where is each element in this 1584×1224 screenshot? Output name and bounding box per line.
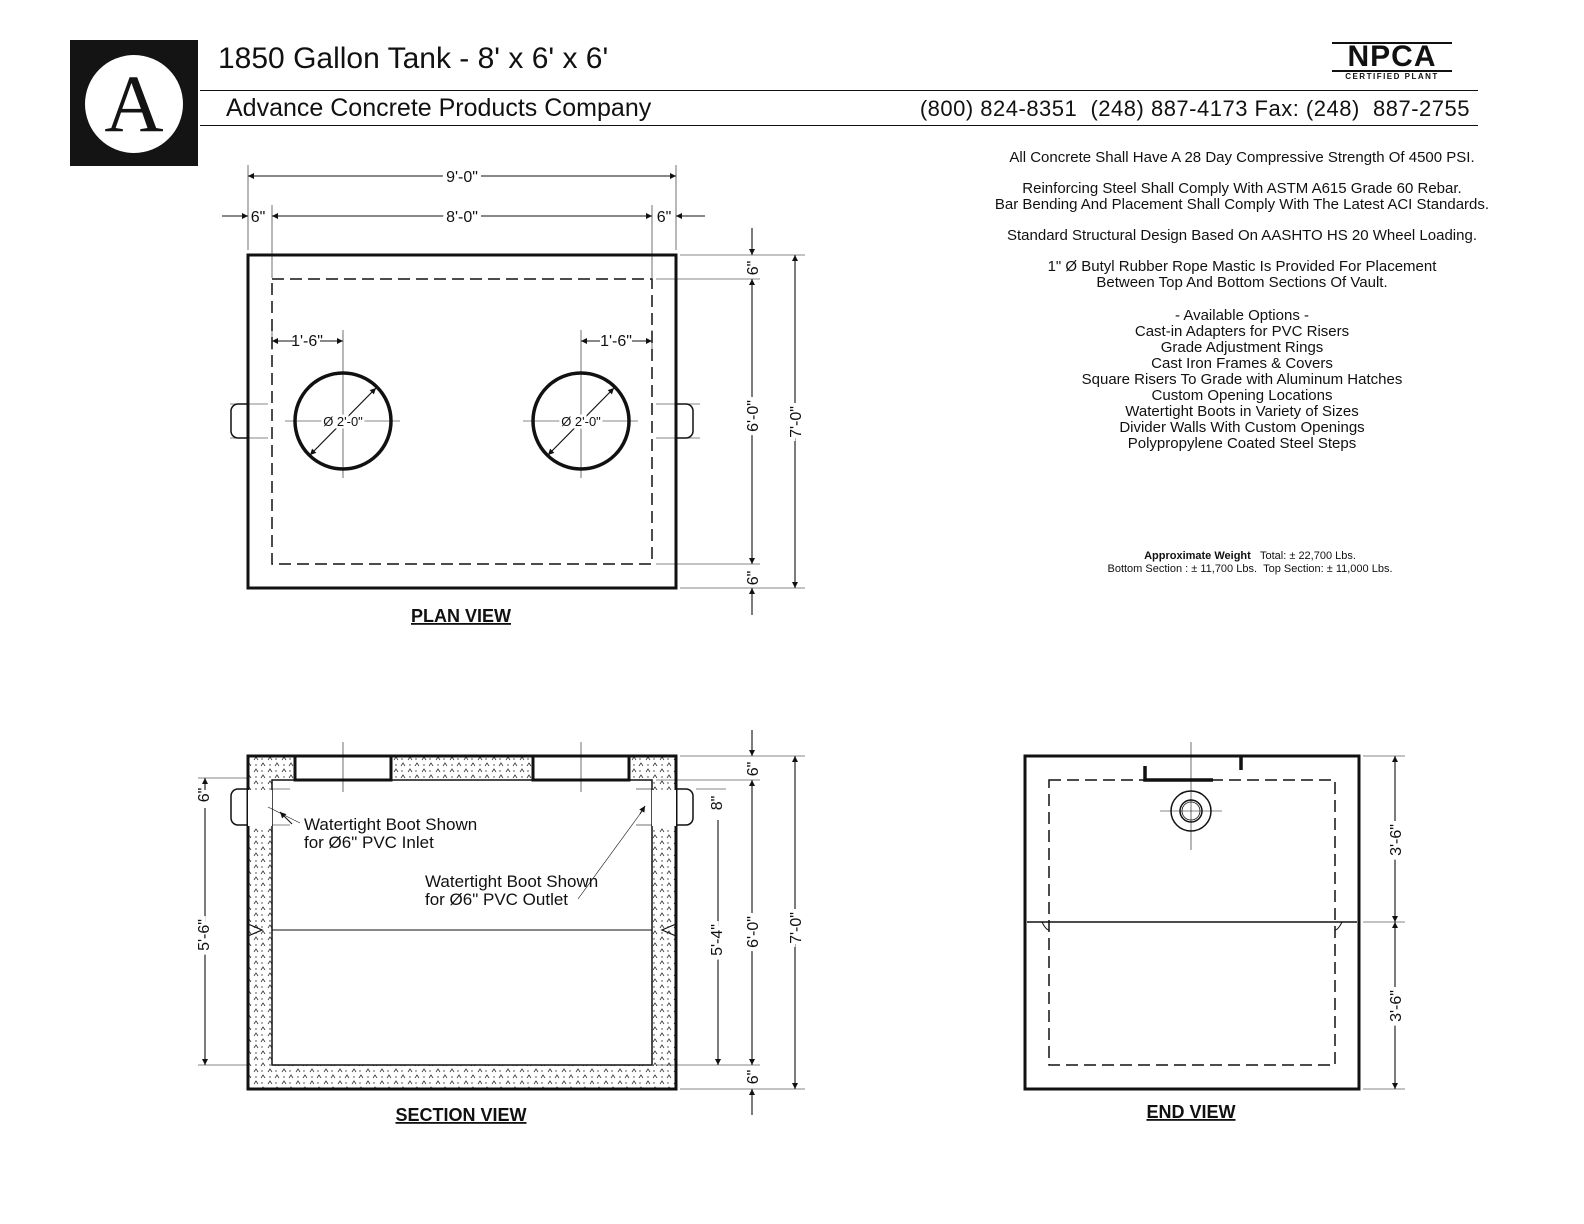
end-bottom-section: 3'-6" — [1388, 990, 1405, 1022]
option-item: Cast Iron Frames & Covers — [1151, 355, 1333, 372]
inlet-height: 5'-6" — [196, 919, 213, 951]
plan-inner-wall — [271, 278, 653, 565]
end-view — [1023, 742, 1405, 1091]
note-mastic-1: 1" Ø Butyl Rubber Rope Mastic Is Provide… — [1047, 258, 1437, 275]
plan-overall-width: 9'-0" — [446, 169, 478, 186]
company-logo: A — [70, 40, 198, 166]
options-heading: - Available Options - — [1175, 307, 1309, 324]
plan-outlet-boot — [676, 403, 694, 439]
note-steel-2: Bar Bending And Placement Shall Comply W… — [994, 196, 1490, 213]
section-outlet-boot — [676, 788, 694, 826]
outlet-note-line-2: for Ø6" PVC Outlet — [425, 890, 568, 909]
section-concrete-wall — [248, 756, 676, 1089]
available-options: - Available Options - Cast-in Adapters f… — [972, 308, 1512, 452]
plan-inner-length: 6'-0" — [745, 400, 762, 432]
specification-notes: All Concrete Shall Have A 28 Day Compres… — [972, 150, 1512, 306]
end-view-text: 3'-6" 3'-6" END VIEW — [1146, 820, 1409, 1122]
plan-wall-bottom: 6" — [745, 571, 762, 586]
plan-offset-left: 1'-6" — [291, 333, 323, 350]
plan-offset-right: 1'-6" — [600, 333, 632, 350]
end-view-label: END VIEW — [1146, 1102, 1235, 1122]
option-item: Cast-in Adapters for PVC Risers — [1134, 323, 1350, 340]
outlet-height: 5'-4" — [709, 924, 726, 956]
plan-view-label: PLAN VIEW — [411, 606, 511, 626]
option-item: Custom Opening Locations — [1151, 387, 1333, 404]
section-view-label: SECTION VIEW — [395, 1105, 526, 1125]
weight-block: Approximate Weight Total: ± 22,700 Lbs. … — [1020, 550, 1480, 576]
plan-inlet-boot — [230, 403, 248, 439]
section-view — [198, 730, 805, 1115]
plan-inner-width: 8'-0" — [446, 209, 478, 226]
outlet-note-line-1: Watertight Boot Shown — [425, 872, 598, 891]
outlet-offset: 8" — [709, 796, 726, 811]
section-inner-wall — [271, 779, 653, 1066]
section-outer-wall — [246, 754, 678, 1091]
section-inlet-boot — [230, 788, 248, 826]
option-item: Polypropylene Coated Steel Steps — [1127, 435, 1357, 452]
company-rule — [200, 125, 1478, 126]
inlet-note-line-1: Watertight Boot Shown — [304, 815, 477, 834]
end-outer-wall — [1023, 754, 1361, 1091]
plan-wall-right: 6" — [657, 209, 672, 226]
plan-overall-length: 7'-0" — [788, 406, 805, 438]
weight-total: Total: ± 22,700 Lbs. — [1260, 550, 1356, 562]
weight-label: Approximate Weight — [1144, 550, 1251, 562]
section-view-text: Watertight Boot Shown for Ø6" PVC Inlet … — [192, 762, 809, 1125]
section-overall-height: 7'-0" — [788, 912, 805, 944]
end-opening — [1143, 756, 1243, 782]
option-item: Square Risers To Grade with Aluminum Hat… — [1081, 371, 1403, 388]
plan-dia-right: Ø 2'-0" — [561, 414, 601, 429]
note-design: Standard Structural Design Based On AASH… — [1007, 227, 1477, 244]
npca-certified-badge: NPCA CERTIFIED PLANT — [1332, 42, 1452, 82]
plan-view — [222, 165, 805, 615]
title-rule — [200, 90, 1478, 91]
plan-outer-wall — [246, 253, 678, 590]
note-steel-1: Reinforcing Steel Shall Comply With ASTM… — [1022, 180, 1462, 197]
section-inner-height: 6'-0" — [745, 916, 762, 948]
plan-dia-left: Ø 2'-0" — [323, 414, 363, 429]
note-strength: All Concrete Shall Have A 28 Day Compres… — [1009, 149, 1475, 166]
weight-top: Top Section: ± 11,000 Lbs. — [1263, 563, 1393, 575]
npca-badge-sub: CERTIFIED PLANT — [1345, 72, 1439, 81]
logo-letter: A — [85, 55, 183, 153]
inlet-offset: 6" — [196, 788, 213, 803]
option-item: Divider Walls With Custom Openings — [1119, 419, 1365, 436]
plan-view-text: 9'-0" 8'-0" 6" 6" 1'-6" 1'-6" Ø 2'-0" Ø … — [251, 165, 809, 626]
npca-badge-main: NPCA — [1347, 40, 1437, 73]
phone-numbers: (800) 824-8351 (248) 887-4173 Fax: (248)… — [919, 96, 1470, 121]
inlet-note-line-2: for Ø6" PVC Inlet — [304, 833, 434, 852]
option-item: Grade Adjustment Rings — [1160, 339, 1324, 356]
drawing-title: 1850 Gallon Tank - 8' x 6' x 6' — [218, 42, 609, 75]
weight-bottom: Bottom Section : ± 11,700 Lbs. — [1107, 563, 1258, 575]
end-top-section: 3'-6" — [1388, 824, 1405, 856]
option-item: Watertight Boots in Variety of Sizes — [1125, 403, 1359, 420]
lid-thickness: 6" — [745, 762, 762, 777]
company-name: Advance Concrete Products Company — [226, 94, 652, 122]
note-mastic-2: Between Top And Bottom Sections Of Vault… — [1096, 274, 1388, 291]
plan-wall-top: 6" — [745, 261, 762, 276]
floor-thickness: 6" — [745, 1070, 762, 1085]
plan-wall-left: 6" — [251, 209, 266, 226]
